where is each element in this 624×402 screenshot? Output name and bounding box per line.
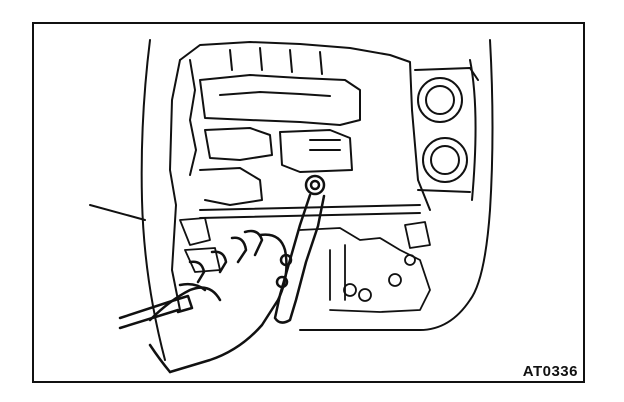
- hand: [148, 229, 288, 374]
- air-nozzle: [118, 294, 194, 330]
- accumulator-bores: [414, 59, 479, 201]
- transmission-case: [89, 39, 494, 361]
- tool-arm: [273, 193, 326, 324]
- valve-body: [169, 41, 431, 311]
- figure-code: AT0336: [522, 363, 578, 380]
- fastener: [304, 174, 326, 196]
